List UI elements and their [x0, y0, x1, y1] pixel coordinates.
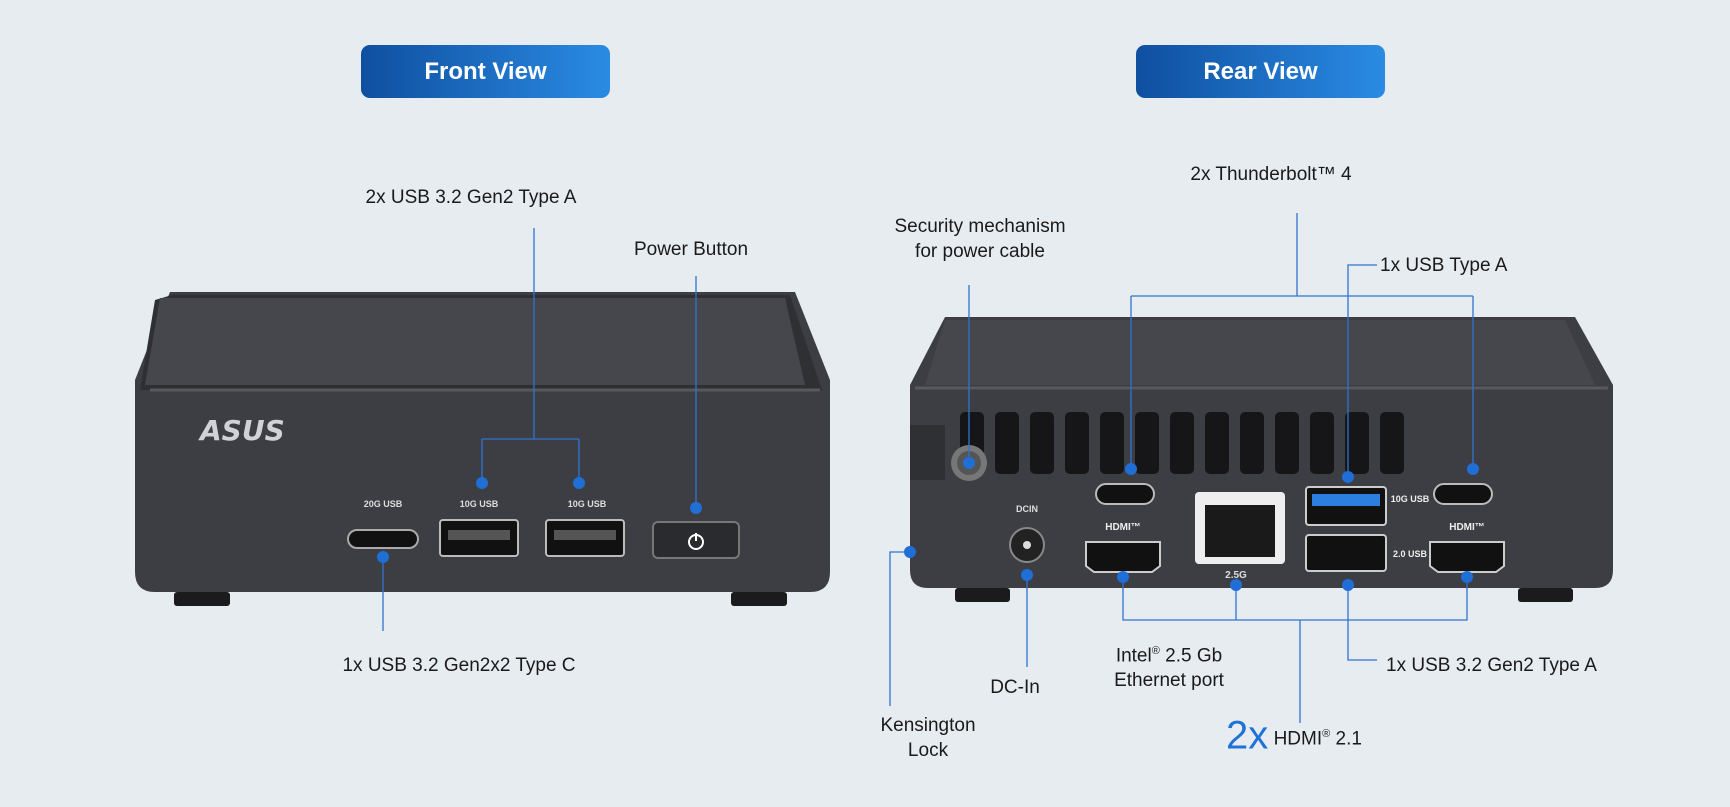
vent-slot	[1380, 412, 1404, 474]
kensington-line2: Lock	[907, 740, 949, 761]
hdmi-count: 2x	[1226, 713, 1269, 758]
vent-slot	[1275, 412, 1299, 474]
callout-lines	[382, 213, 1474, 723]
usb-c-print: 20G USB	[364, 499, 403, 509]
label-security-line2: for power cable	[915, 241, 1045, 262]
label-power-button: Power Button	[633, 239, 749, 260]
usb10-print: 10G USB	[1391, 494, 1430, 504]
label-usb-gen2: 1x USB 3.2 Gen2 Type A	[1386, 655, 1597, 676]
label-dc-in: DC-In	[990, 677, 1040, 698]
label-ethernet: Intel® 2.5 Gb Ethernet port	[1114, 639, 1224, 693]
front-view-button[interactable]: Front View	[361, 45, 610, 98]
hdmi-version: 2.1	[1330, 728, 1362, 750]
rear-device: DCIN HDMI™ HDMI™ 2.5G 10G USB 2.0 USB	[910, 317, 1613, 602]
registered-mark: ®	[1151, 645, 1160, 657]
lan-print: 2.5G	[1225, 570, 1247, 581]
hdmi-print-2: HDMI™	[1449, 522, 1485, 533]
vent-slot	[1065, 412, 1089, 474]
vent-slot	[1205, 412, 1229, 474]
rear-view-button[interactable]: Rear View	[1136, 45, 1385, 98]
hdmi-print-1: HDMI™	[1105, 522, 1141, 533]
vent-slot	[995, 412, 1019, 474]
vent-slot	[1240, 412, 1264, 474]
hdmi-text: HDMI	[1268, 728, 1323, 750]
hdmi-registered-mark: ®	[1322, 728, 1331, 740]
vent-slot	[1310, 412, 1334, 474]
ethernet-text: Intel	[1115, 645, 1152, 667]
usb-gen2-port	[1305, 534, 1387, 572]
dcin-print: DCIN	[1016, 504, 1038, 514]
label-front-usb-a: 2x USB 3.2 Gen2 Type A	[365, 187, 577, 208]
label-security-mechanism: Security mechanism for power cable	[894, 214, 1065, 264]
vent-slot	[1030, 412, 1054, 474]
vent-slot	[1135, 412, 1159, 474]
label-front-usb-c: 1x USB 3.2 Gen2x2 Type C	[342, 655, 576, 676]
thunderbolt-port-1	[1095, 483, 1155, 505]
label-kensington: Kensington Lock	[880, 713, 975, 763]
asus-logo: ASUS	[198, 414, 285, 447]
ethernet-line2: Ethernet port	[1114, 670, 1224, 692]
usb-c-port	[347, 529, 419, 549]
label-security-line1: Security mechanism	[894, 216, 1066, 237]
usb-a1-print: 10G USB	[460, 499, 499, 509]
label-usb-type-a: 1x USB Type A	[1380, 255, 1508, 276]
thunderbolt-port-2	[1433, 483, 1493, 505]
usb-a2-print: 10G USB	[568, 499, 607, 509]
hdmi-port-1	[1085, 541, 1161, 573]
label-hdmi: 2x HDMI® 2.1	[1226, 715, 1362, 755]
vent-slot	[1345, 412, 1369, 474]
hdmi-port-2	[1429, 541, 1505, 573]
callout-dots	[377, 457, 1479, 591]
label-thunderbolt: 2x Thunderbolt™ 4	[1190, 164, 1352, 185]
usb20-print: 2.0 USB	[1393, 549, 1428, 559]
vent-slot	[1170, 412, 1194, 474]
kensington-line1: Kensington	[880, 715, 976, 736]
ethernet-speed: 2.5 Gb	[1159, 645, 1223, 667]
vent-slot	[1100, 412, 1124, 474]
